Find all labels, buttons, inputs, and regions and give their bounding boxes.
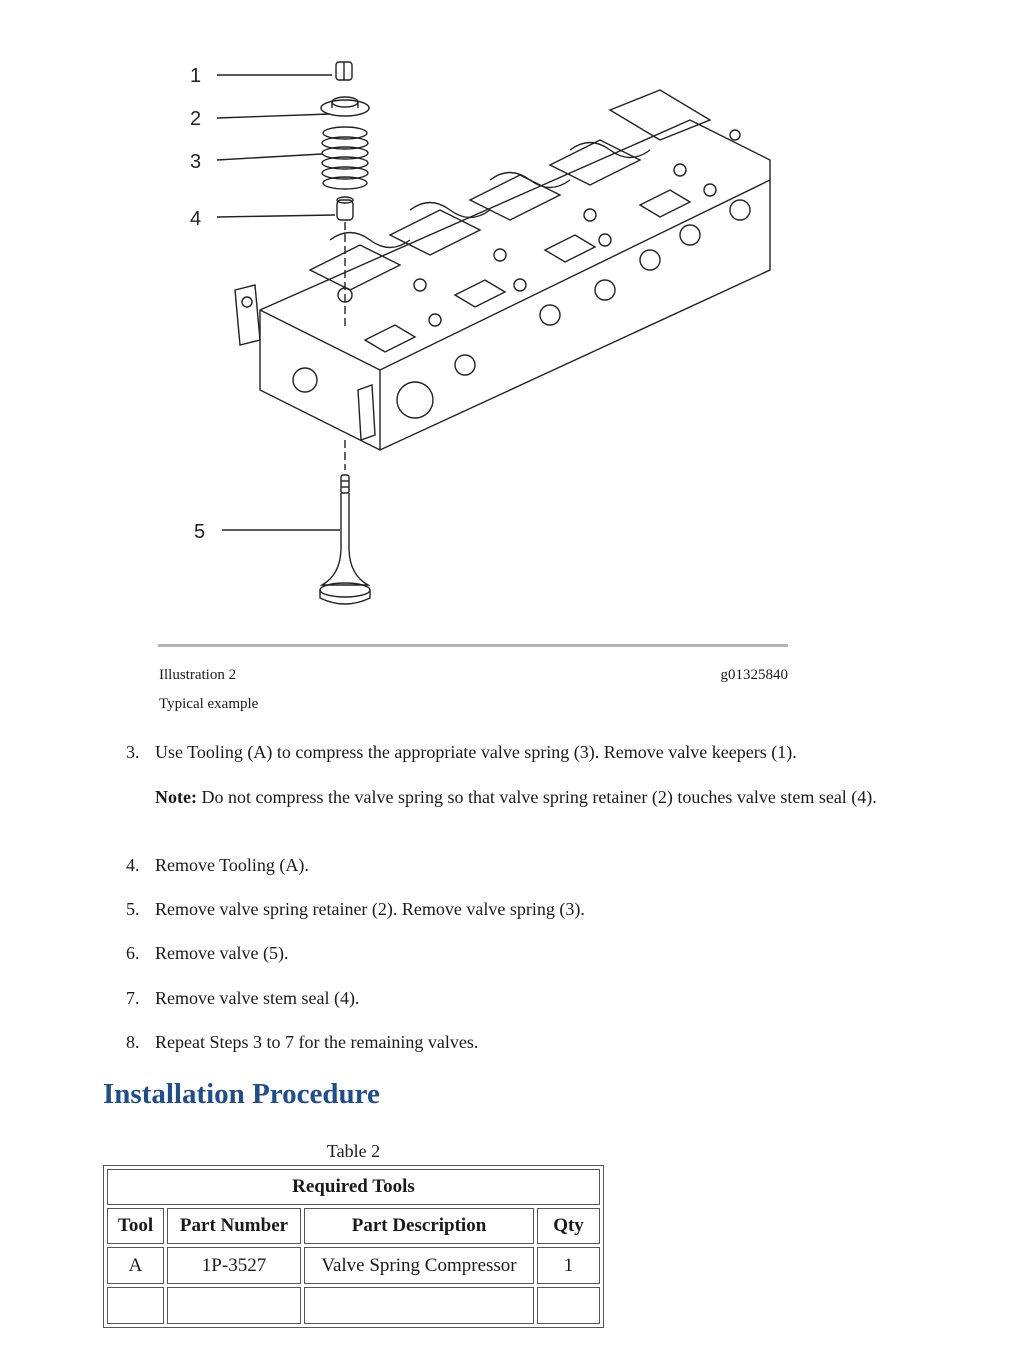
callout-1: 1 [190, 65, 201, 87]
column-header: Part Number [167, 1208, 301, 1244]
table-cell [107, 1287, 164, 1324]
step-number: 3. [126, 742, 140, 762]
step-number: 4. [126, 855, 140, 875]
step-number: 8. [126, 1032, 140, 1052]
section-heading: Installation Procedure [103, 1078, 380, 1110]
callout-3: 3 [190, 151, 201, 173]
table-cell [167, 1287, 301, 1324]
illustration-id: g01325840 [720, 667, 789, 683]
callout-4: 4 [190, 208, 201, 230]
table-caption: Table 2 [326, 1141, 381, 1161]
required-tools-table: Required Tools Tool Part Number Part Des… [103, 1165, 604, 1328]
step-number: 5. [126, 899, 140, 919]
table-cell: Valve Spring Compressor [304, 1247, 534, 1284]
column-header: Part Description [304, 1208, 534, 1244]
note: Note: Do not compress the valve spring s… [155, 785, 925, 809]
note-label: Note: [155, 787, 197, 807]
table-cell: A [107, 1247, 164, 1284]
callout-5: 5 [194, 521, 205, 543]
table-cell [304, 1287, 534, 1324]
table-cell: 1P-3527 [167, 1247, 301, 1284]
table-header-row: Tool Part Number Part Description Qty [107, 1208, 600, 1244]
callout-2: 2 [190, 108, 201, 130]
column-header: Qty [537, 1208, 600, 1244]
illustration-subcaption: Typical example [159, 696, 259, 712]
table-row [107, 1287, 600, 1324]
table-cell: 1 [537, 1247, 600, 1284]
note-text: Do not compress the valve spring so that… [201, 787, 877, 807]
step-text: Use Tooling (A) to compress the appropri… [155, 742, 797, 762]
table-row: A 1P-3527 Valve Spring Compressor 1 [107, 1247, 600, 1284]
column-header: Tool [107, 1208, 164, 1244]
step-text: Remove valve (5). [155, 943, 289, 963]
illustration-label: Illustration 2 [159, 667, 237, 683]
step-text: Remove valve spring retainer (2). Remove… [155, 899, 585, 919]
step-number: 6. [126, 943, 140, 963]
caption-divider [158, 644, 788, 647]
step-text: Repeat Steps 3 to 7 for the remaining va… [155, 1032, 479, 1052]
step-number: 7. [126, 988, 140, 1008]
table-title: Required Tools [107, 1169, 600, 1205]
table-cell [537, 1287, 600, 1324]
step-text: Remove valve stem seal (4). [155, 988, 360, 1008]
valve-assembly-illustration: 1 2 3 4 5 [190, 61, 771, 605]
step-text: Remove Tooling (A). [155, 855, 309, 875]
